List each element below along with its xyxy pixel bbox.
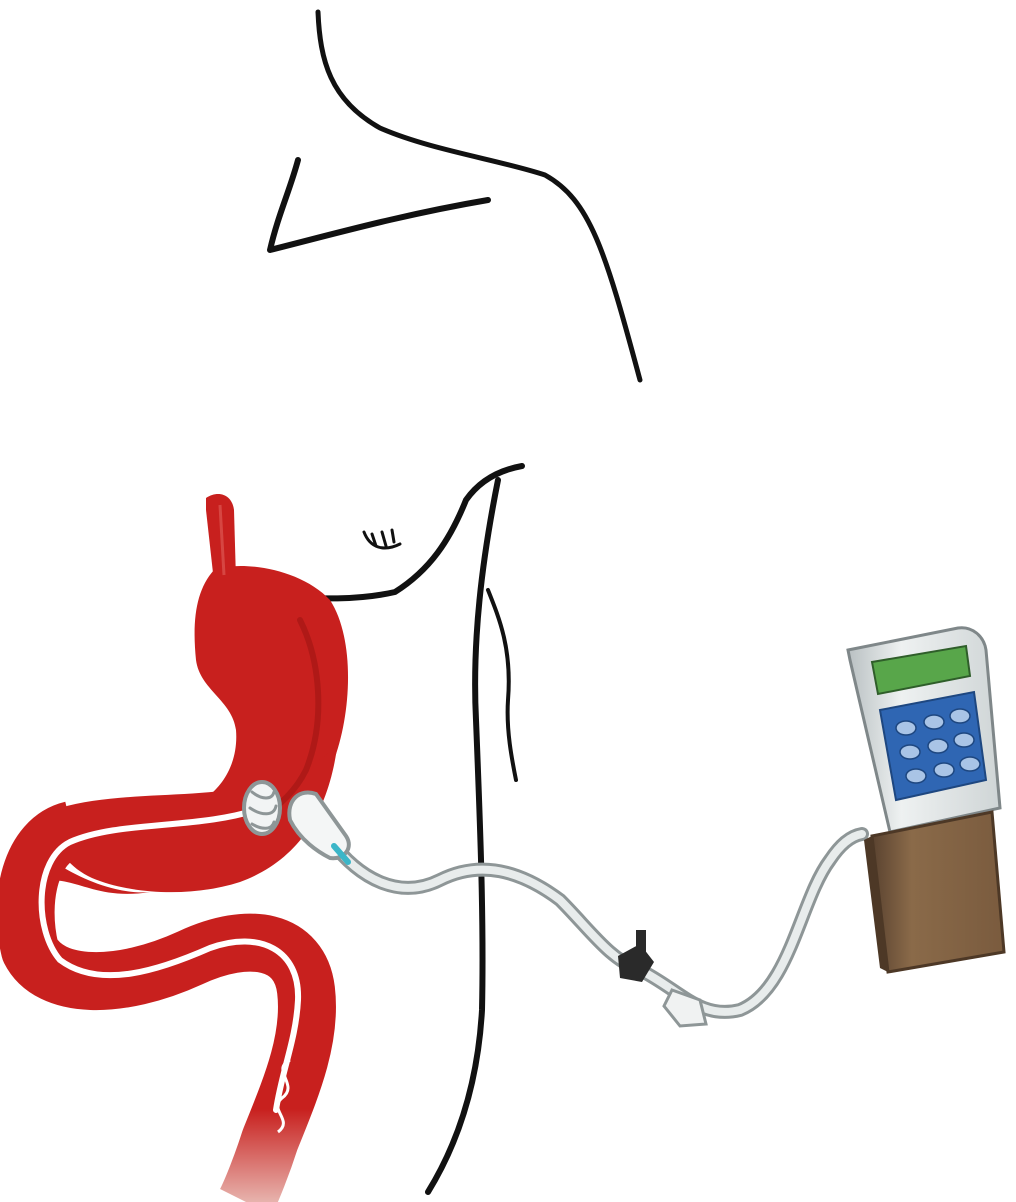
clavicle-line xyxy=(270,160,488,250)
neck-shoulder-line xyxy=(318,12,640,380)
clamp-tab xyxy=(636,930,646,952)
body-side-line xyxy=(428,480,498,1192)
coupling xyxy=(664,990,706,1026)
tube-outline xyxy=(330,834,862,1012)
tube-fill xyxy=(330,834,862,1012)
pump-device-icon xyxy=(848,628,1004,972)
nipple-mark xyxy=(364,530,400,548)
arm-contour xyxy=(488,590,516,780)
feeding-tube-icon xyxy=(244,782,862,1012)
pump-base xyxy=(872,812,1004,972)
